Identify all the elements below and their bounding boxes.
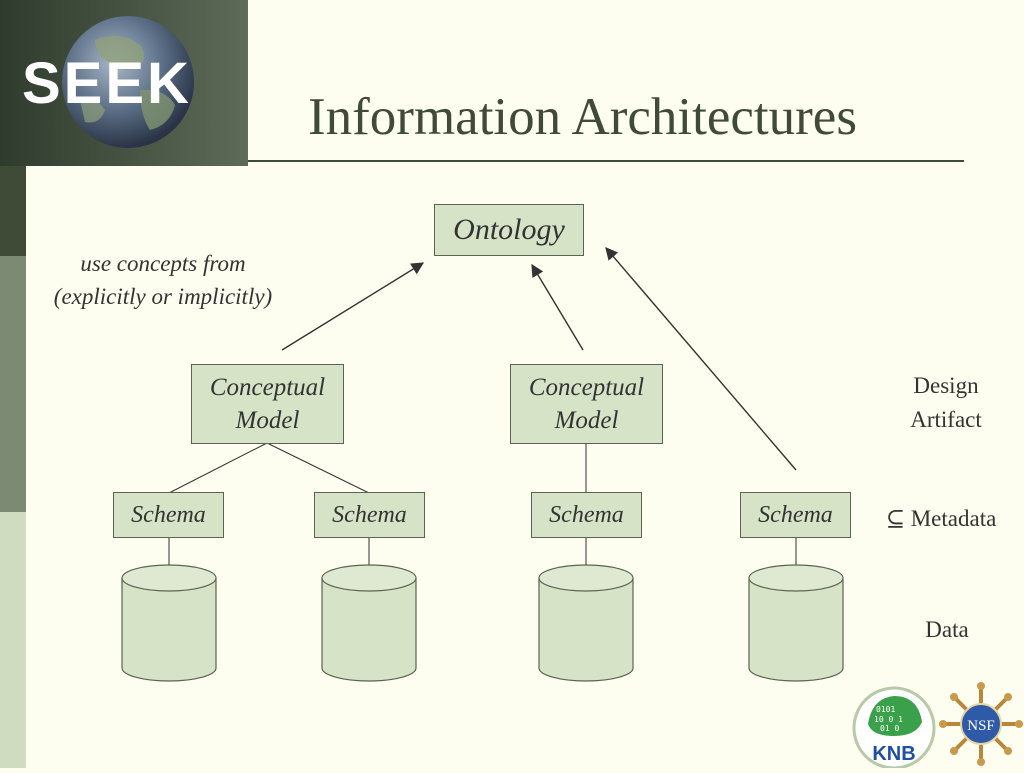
conceptual-model-label-line-2: Model xyxy=(554,407,619,434)
data-cylinder xyxy=(321,564,417,682)
svg-text:10 0 1: 10 0 1 xyxy=(874,715,903,724)
usage-annotation: use concepts from (explicitly or implici… xyxy=(18,247,308,313)
metadata-label: ⊆ Metadata xyxy=(885,506,997,531)
line-model-1-schema-1 xyxy=(168,442,268,494)
arrow-schema-4-to-ontology xyxy=(605,247,797,471)
ontology-box: Ontology xyxy=(434,204,584,256)
design-artifact-line-1: Design xyxy=(913,373,979,398)
schema-label: Schema xyxy=(758,501,833,528)
schema-box: Schema xyxy=(113,492,224,538)
svg-text:01 0: 01 0 xyxy=(880,724,899,733)
left-band-mid xyxy=(0,256,26,512)
data-cylinder xyxy=(121,564,217,682)
conceptual-model-box: Conceptual Model xyxy=(191,364,344,444)
left-band-light xyxy=(0,512,26,768)
conceptual-model-label-line-1: Conceptual xyxy=(528,374,645,401)
seek-logo: SEEK xyxy=(0,0,248,166)
conceptual-model-label-line-2: Model xyxy=(235,407,300,434)
schema-label: Schema xyxy=(549,501,624,528)
annotation-line-1: use concepts from xyxy=(80,251,246,276)
seek-logo-text: SEEK xyxy=(22,51,192,116)
knb-logo-text: KNB xyxy=(872,743,915,765)
nsf-logo: NSF xyxy=(938,680,1024,768)
arrow-conceptual-1-to-ontology xyxy=(281,262,425,351)
annotation-line-2: (explicitly or implicitly) xyxy=(53,284,273,309)
line-model-1-schema-2 xyxy=(266,442,370,494)
slide-title: Information Architectures xyxy=(308,88,857,146)
design-artifact-label: Design Artifact xyxy=(880,369,1012,437)
title-underline xyxy=(248,160,964,162)
conceptual-model-box: Conceptual Model xyxy=(510,364,663,444)
nsf-logo-icon: NSF xyxy=(939,682,1023,766)
globe-icon xyxy=(62,16,194,148)
ontology-label: Ontology xyxy=(453,213,565,246)
nsf-logo-text: NSF xyxy=(967,718,995,734)
schema-label: Schema xyxy=(131,501,206,528)
schema-box: Schema xyxy=(531,492,642,538)
schema-label: Schema xyxy=(332,501,407,528)
schema-box: Schema xyxy=(740,492,851,538)
svg-text:0101: 0101 xyxy=(876,705,895,714)
data-label: Data xyxy=(925,617,969,642)
schema-box: Schema xyxy=(314,492,425,538)
conceptual-model-label-line-1: Conceptual xyxy=(209,374,326,401)
data-cylinder xyxy=(748,564,844,682)
knb-logo-icon: 0101 10 0 1 01 0 KNB xyxy=(852,686,936,770)
arrow-conceptual-2-to-ontology xyxy=(531,263,584,351)
design-artifact-line-2: Artifact xyxy=(910,407,982,432)
data-cylinder xyxy=(538,564,634,682)
knb-logo: 0101 10 0 1 01 0 KNB xyxy=(850,684,938,770)
